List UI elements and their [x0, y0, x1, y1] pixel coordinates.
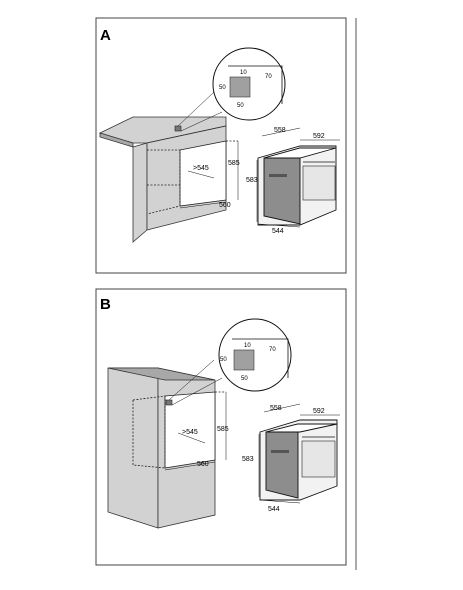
panel-b-oven-top	[265, 423, 338, 433]
panel-a-zoom-corner	[228, 65, 283, 104]
panel-a-detail-top: 10	[240, 70, 247, 76]
panel-a-detail-bottom: 50	[237, 103, 244, 109]
panel-b-niche-width: 560	[197, 461, 209, 468]
panel-a-oven-depth-line	[261, 127, 301, 137]
panel-a-frame	[95, 17, 347, 274]
panel-a-detail-left: 50	[219, 85, 226, 91]
panel-b-vent	[165, 399, 173, 406]
panel-a: A 10 70 50 50 >545 585 560	[95, 17, 347, 274]
panel-a-label: A	[100, 27, 111, 44]
panel-a-oven-top	[263, 147, 337, 159]
panel-a-width-line	[179, 201, 227, 209]
panel-a-depth-line	[187, 170, 215, 179]
panel-b-depth-line	[177, 432, 206, 444]
panel-b-detail-left: 50	[220, 357, 227, 363]
panel-b-oven-body-width: 544	[268, 506, 280, 513]
panel-a-cabinet-side	[132, 142, 148, 243]
panel-b-zoom-line-2	[171, 377, 223, 406]
panel-b-column-side	[107, 367, 159, 529]
panel-b-zoom-corner	[232, 338, 289, 378]
panel-a-niche-depth: >545	[193, 165, 209, 172]
panel-b-niche-left-dashed	[132, 395, 166, 469]
panel-b: B 10 70 50 50 >545 585 560	[95, 288, 347, 566]
panel-a-zoom-line-2	[180, 111, 223, 132]
panel-b-niche-opening	[164, 391, 216, 469]
panel-a-zoom-line-1	[177, 91, 215, 127]
panel-a-oven-height: 583	[246, 177, 258, 184]
panel-a-oven-window	[302, 165, 336, 201]
panel-b-oven-width: 592	[313, 408, 325, 415]
panel-a-niche-opening	[179, 140, 227, 207]
panel-a-oven-badge	[269, 174, 287, 177]
panel-b-niche-height: 585	[217, 426, 229, 433]
panel-b-width-line	[164, 461, 216, 471]
panel-a-oven-body-width: 544	[272, 228, 284, 235]
panel-b-niche-depth: >545	[182, 429, 198, 436]
panel-a-zoom-vent	[229, 76, 251, 98]
panel-b-oven-window	[301, 440, 336, 478]
panel-b-detail-right: 70	[269, 347, 276, 353]
panel-b-zoom-circle	[218, 318, 292, 392]
panel-a-niche-width: 560	[219, 202, 231, 209]
panel-b-oven-depth-line	[263, 403, 301, 413]
panel-b-oven-height: 583	[242, 456, 254, 463]
panel-a-niche-left-dashed	[146, 149, 181, 215]
panel-a-oven-side-panel	[263, 147, 301, 225]
panel-a-niche-height: 585	[228, 160, 240, 167]
panel-b-oven-bodywidth-line	[259, 499, 301, 504]
panel-a-detail-right: 70	[265, 74, 272, 80]
panel-b-oven-side-panel	[265, 423, 299, 499]
panel-b-zoom-line-1	[168, 359, 215, 401]
panel-b-label: B	[100, 296, 111, 313]
panel-a-oven-bodywidth-line	[257, 223, 301, 228]
panel-a-vent	[174, 125, 182, 132]
panel-b-zoom-vent	[233, 349, 255, 371]
panel-b-oven-badge	[271, 450, 289, 453]
panel-b-detail-bottom: 50	[241, 376, 248, 382]
panel-a-oven-width: 592	[313, 133, 325, 140]
panel-b-oven-depth: 558	[270, 405, 282, 412]
panel-b-detail-top: 10	[244, 343, 251, 349]
panel-b-frame	[95, 288, 347, 566]
panel-a-oven-depth: 558	[274, 127, 286, 134]
panel-b-column-top	[107, 367, 216, 381]
